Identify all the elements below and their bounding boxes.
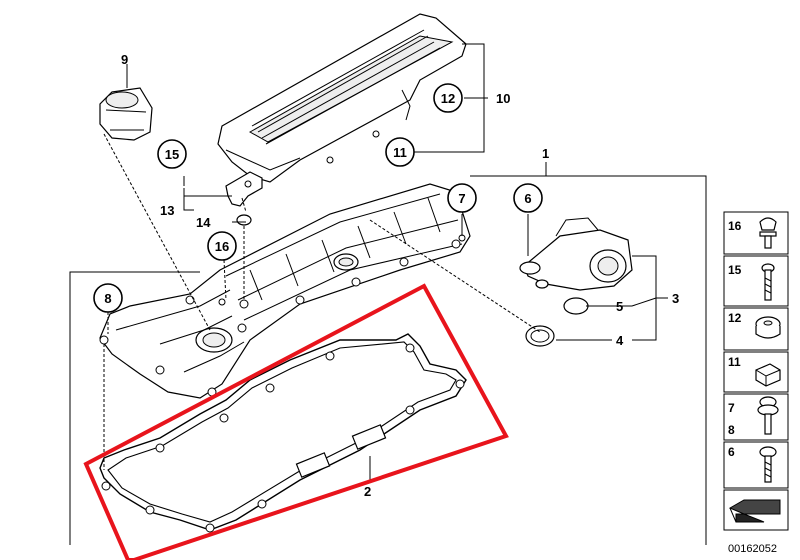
callout-16[interactable]: 16	[207, 231, 237, 261]
cylinder-head-cover[interactable]	[99, 183, 471, 399]
callout-8-label: 8	[104, 291, 111, 306]
camshaft-sensor[interactable]	[225, 171, 263, 226]
callout-6-label: 6	[524, 191, 531, 206]
legend-item-6[interactable]: 6	[728, 445, 777, 483]
callout-1[interactable]: 1	[542, 146, 549, 161]
bolt-with-seal-icon	[757, 396, 779, 435]
callout-2[interactable]: 2	[364, 484, 371, 499]
seal-ring-5[interactable]	[563, 297, 589, 315]
callout-7-label: 7	[458, 191, 465, 206]
callout-15[interactable]: 15	[157, 139, 187, 169]
legend-item-arrow	[728, 499, 781, 523]
legend-item-11[interactable]: 11	[728, 355, 781, 387]
callout-16-label: 16	[215, 239, 229, 254]
legend-item-16[interactable]: 16	[728, 217, 777, 249]
rubber-grommet-icon	[755, 316, 781, 339]
svg-text:8: 8	[728, 423, 735, 437]
callout-13-label: 13	[160, 203, 174, 218]
callout-14[interactable]: 14	[196, 215, 211, 230]
legend-panel: 16 15 12 11	[723, 211, 789, 531]
callout-5-label: 5	[616, 299, 623, 314]
pressure-control-valve[interactable]	[519, 217, 633, 291]
callout-11[interactable]: 11	[385, 137, 415, 167]
sensor-o-ring[interactable]	[236, 214, 252, 226]
callout-3[interactable]: 3	[672, 291, 679, 306]
direction-arrow-icon	[728, 499, 781, 523]
assembly-frame	[69, 162, 707, 545]
callout-11-label: 11	[393, 145, 407, 160]
callout-4[interactable]: 4	[616, 333, 624, 348]
callout-3-label: 3	[672, 291, 679, 306]
leader-lines	[103, 43, 668, 482]
callout-1-label: 1	[542, 146, 549, 161]
callout-15-label: 15	[165, 147, 179, 162]
svg-text:16: 16	[728, 219, 742, 233]
highlight-frame	[83, 283, 509, 560]
svg-text:15: 15	[728, 263, 742, 277]
callout-12-label: 12	[441, 91, 455, 106]
callout-4-label: 4	[616, 333, 624, 348]
torx-screw-icon	[759, 446, 777, 483]
callout-12[interactable]: 12	[433, 83, 463, 113]
legend-item-15[interactable]: 15	[728, 263, 775, 301]
callout-10[interactable]: 10	[496, 91, 510, 106]
valve-cover-gasket[interactable]	[99, 333, 467, 533]
svg-text:6: 6	[728, 445, 735, 459]
legend-item-7-8[interactable]: 7 8	[728, 396, 779, 437]
callout-9-label: 9	[121, 52, 128, 67]
screw-icon	[761, 263, 775, 301]
engine-cover[interactable]	[217, 13, 467, 183]
callout-2-label: 2	[364, 484, 371, 499]
svg-text:7: 7	[728, 401, 735, 415]
document-number: 00162052	[728, 543, 777, 555]
callout-14-label: 14	[196, 215, 211, 230]
stud-bolt-icon	[759, 217, 777, 249]
callout-9[interactable]: 9	[121, 52, 128, 67]
svg-text:12: 12	[728, 311, 742, 325]
callout-5[interactable]: 5	[616, 299, 623, 314]
legend-item-12[interactable]: 12	[728, 311, 781, 339]
callout-8[interactable]: 8	[93, 283, 123, 313]
callout-13[interactable]: 13	[160, 203, 174, 218]
oil-filler-cap[interactable]	[99, 87, 153, 141]
callout-6[interactable]: 6	[513, 183, 543, 213]
svg-text:11: 11	[728, 355, 741, 369]
rubber-buffer-icon	[755, 363, 781, 387]
callout-7[interactable]: 7	[447, 183, 477, 213]
callout-10-label: 10	[496, 91, 510, 106]
